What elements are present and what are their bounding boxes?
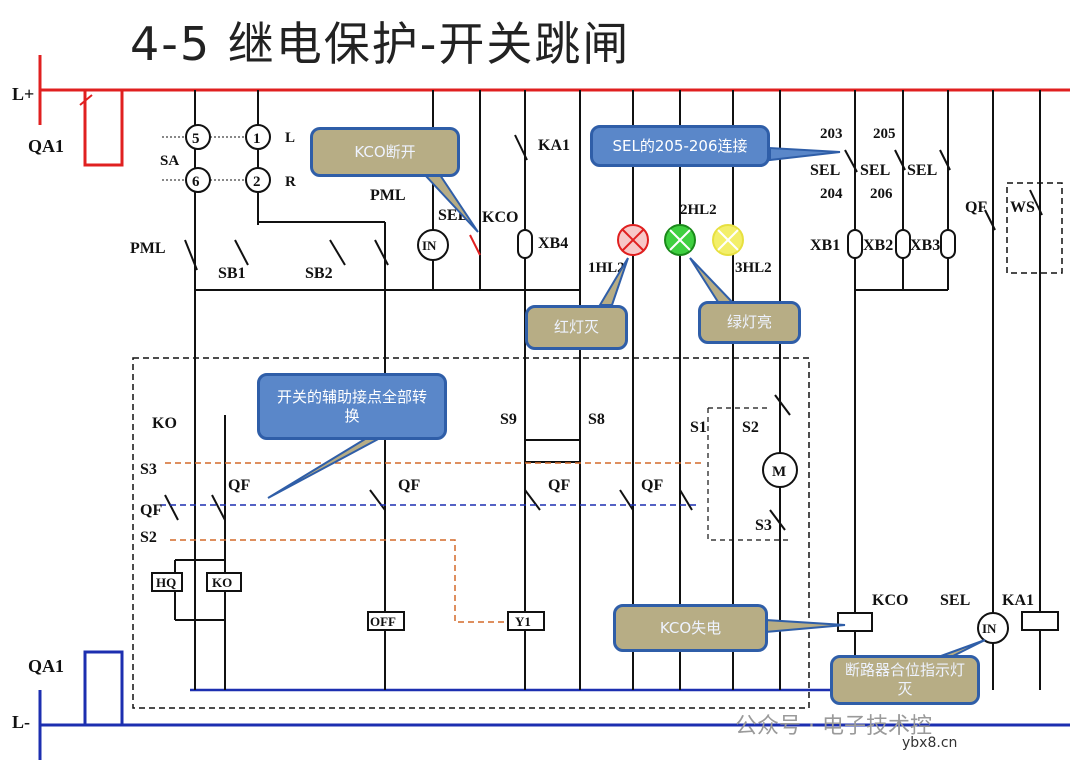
xb4-label: XB4 — [538, 235, 568, 252]
hl2-label: 2HL2 — [680, 202, 717, 218]
xb3-label: XB3 — [910, 237, 940, 254]
callout-close-indicator: 断路器合位指示灯灭 — [830, 655, 980, 705]
sa-selector — [185, 124, 271, 193]
sb1-label: SB1 — [218, 265, 246, 282]
ws-label: WS — [1010, 199, 1035, 216]
qf-mid2-label: QF — [398, 477, 420, 494]
breaker-mechanism-box — [132, 357, 810, 709]
callout-kco-open: KCO断开 — [310, 127, 460, 177]
s2-right-label: S2 — [742, 419, 759, 436]
sa-num-5: 5 — [192, 131, 200, 147]
callout-sel-connection: SEL的205-206连接 — [590, 125, 770, 167]
s3-right-label: S3 — [755, 517, 772, 534]
s9-label: S9 — [500, 411, 517, 428]
coil-ko: KO — [212, 575, 232, 590]
pml-left-label: PML — [130, 240, 166, 257]
t203-label: 203 — [820, 126, 843, 142]
sa-l-label: L — [285, 130, 295, 146]
callout-green-light: 绿灯亮 — [698, 301, 801, 344]
sel-203-label: SEL — [810, 162, 840, 179]
qf-mid3-label: QF — [548, 477, 570, 494]
coil-hq: HQ — [156, 575, 176, 590]
red-lamp — [617, 224, 649, 256]
t204-label: 204 — [820, 186, 843, 202]
qf-top-label: QF — [965, 199, 987, 216]
qa1-top-label: QA1 — [28, 136, 64, 156]
qf-mid4-label: QF — [641, 477, 663, 494]
sel-205-label: SEL — [860, 162, 890, 179]
sa-r-label: R — [285, 174, 296, 190]
ws-box — [1006, 182, 1063, 274]
yellow-lamp — [712, 224, 744, 256]
t206-label: 206 — [870, 186, 893, 202]
sel-bottom-label: SEL — [940, 592, 970, 609]
positive-bus — [38, 55, 1070, 167]
negative-bus — [38, 650, 1070, 760]
hl3-label: 3HL2 — [735, 260, 772, 276]
sb2-label: SB2 — [305, 265, 333, 282]
sa-num-1: 1 — [253, 131, 261, 147]
qa1-bottom-label: QA1 — [28, 656, 64, 676]
coil-y1: Y1 — [515, 614, 531, 629]
callout-red-light: 红灯灭 — [525, 305, 628, 350]
sa-num-2: 2 — [253, 174, 261, 190]
pml-right-label: PML — [370, 187, 406, 204]
qf-left-label: QF — [140, 502, 162, 519]
s2-left-label: S2 — [140, 529, 157, 546]
s1-label: S1 — [690, 419, 707, 436]
coils — [151, 572, 1059, 632]
coil-off: OFF — [370, 614, 396, 629]
sa-label: SA — [160, 153, 179, 169]
t205-label: 205 — [873, 126, 896, 142]
callout-kco-deenergized: KCO失电 — [613, 604, 768, 652]
pos-bus-label: L+ — [12, 84, 34, 104]
ka1-top-label: KA1 — [538, 137, 570, 154]
in-meter-top: IN — [422, 238, 437, 253]
qf-mid1-label: QF — [228, 477, 250, 494]
s8-label: S8 — [588, 411, 605, 428]
xb2-label: XB2 — [863, 237, 893, 254]
sel-third-label: SEL — [907, 162, 937, 179]
s3-left-label: S3 — [140, 461, 157, 478]
ka1-bottom-label: KA1 — [1002, 592, 1034, 609]
contacts — [164, 134, 1043, 531]
sa-num-6: 6 — [192, 174, 200, 190]
kco-bottom-label: KCO — [872, 592, 908, 609]
motor-m-label: M — [772, 464, 786, 480]
xb1-label: XB1 — [810, 237, 840, 254]
hl1-label: 1HL2 — [588, 260, 625, 276]
site-label: ybx8.cn — [902, 735, 958, 751]
diagram-title: 4-5 继电保护-开关跳闸 — [130, 17, 631, 71]
neg-bus-label: L- — [12, 712, 30, 732]
callout-aux-contacts: 开关的辅助接点全部转换 — [257, 373, 447, 440]
in-meter-bottom: IN — [982, 621, 997, 636]
green-lamp — [664, 224, 696, 256]
kco-top-label: KCO — [482, 209, 518, 226]
watermark: 公众号 · 电子技术控 — [735, 714, 932, 739]
ko-label: KO — [152, 415, 177, 432]
